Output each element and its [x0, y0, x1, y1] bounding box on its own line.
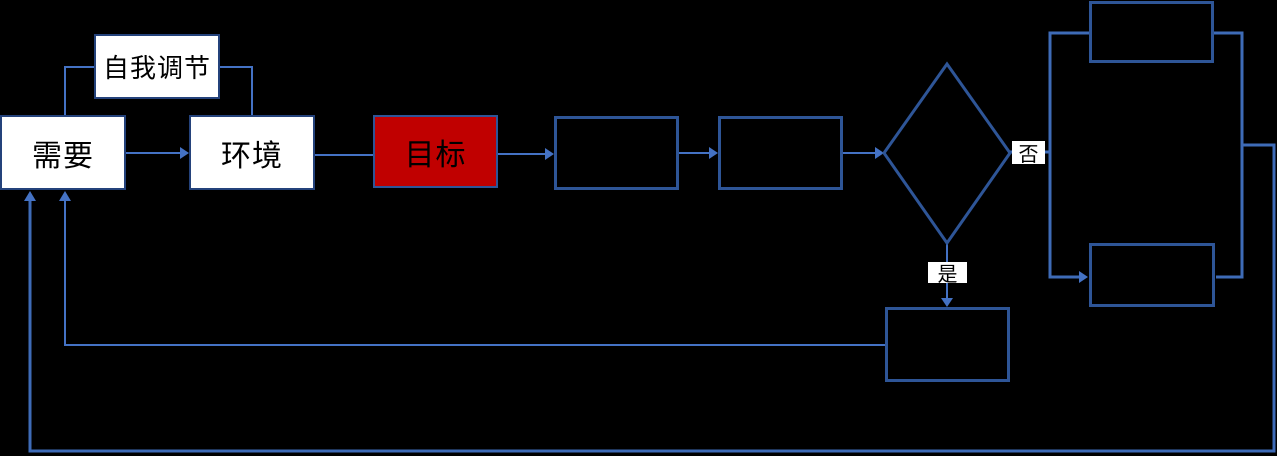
arrowhead-yes-feedback-into-need — [59, 191, 71, 201]
arrowhead-outer-feedback-into-need — [24, 191, 36, 201]
arrowhead-into-process2 — [709, 147, 718, 159]
connector-yesbox-feedback-to-need — [64, 199, 885, 346]
node-no-branch-top-box[interactable] — [1089, 1, 1214, 63]
connector-selfregulation-to-environment — [220, 66, 253, 115]
branch-label-no: 否 — [1012, 141, 1045, 166]
node-goal-label: 目标 — [404, 138, 467, 172]
loop-connector-lines — [28, 31, 1276, 453]
connector-no-branch-upper-loop — [1048, 31, 1244, 279]
arrowhead-into-process1 — [545, 148, 554, 160]
node-no-branch-bottom-box[interactable] — [1089, 243, 1215, 307]
connector-outer-feedback-to-need — [28, 143, 1276, 453]
node-goal[interactable]: 目标 — [373, 115, 498, 188]
node-process-2[interactable] — [718, 116, 843, 190]
connector-no-branch-lower — [1048, 152, 1080, 279]
branch-label-no-text: 否 — [1018, 144, 1039, 166]
connector-need-to-selfregulation — [64, 66, 95, 115]
node-need[interactable]: 需要 — [0, 115, 126, 190]
arrowheads — [24, 147, 1088, 307]
node-self-regulation[interactable]: 自我调节 — [94, 34, 220, 99]
arrowhead-into-environment — [180, 147, 189, 159]
node-process-1[interactable] — [554, 116, 679, 190]
branch-label-yes-text: 是 — [937, 264, 958, 286]
branch-label-yes: 是 — [928, 262, 967, 286]
arrowhead-into-no-bottom-box — [1079, 271, 1088, 283]
arrowhead-into-decision — [875, 147, 884, 159]
connector-lines — [64, 66, 948, 346]
arrowhead-into-yes-box — [941, 298, 953, 307]
node-self-regulation-label: 自我调节 — [102, 53, 211, 83]
decision-diamond[interactable] — [882, 61, 1012, 246]
node-yes-branch-box[interactable] — [885, 307, 1010, 382]
node-environment[interactable]: 环境 — [189, 115, 315, 190]
node-environment-label: 环境 — [221, 139, 283, 173]
node-need-label: 需要 — [32, 139, 94, 173]
